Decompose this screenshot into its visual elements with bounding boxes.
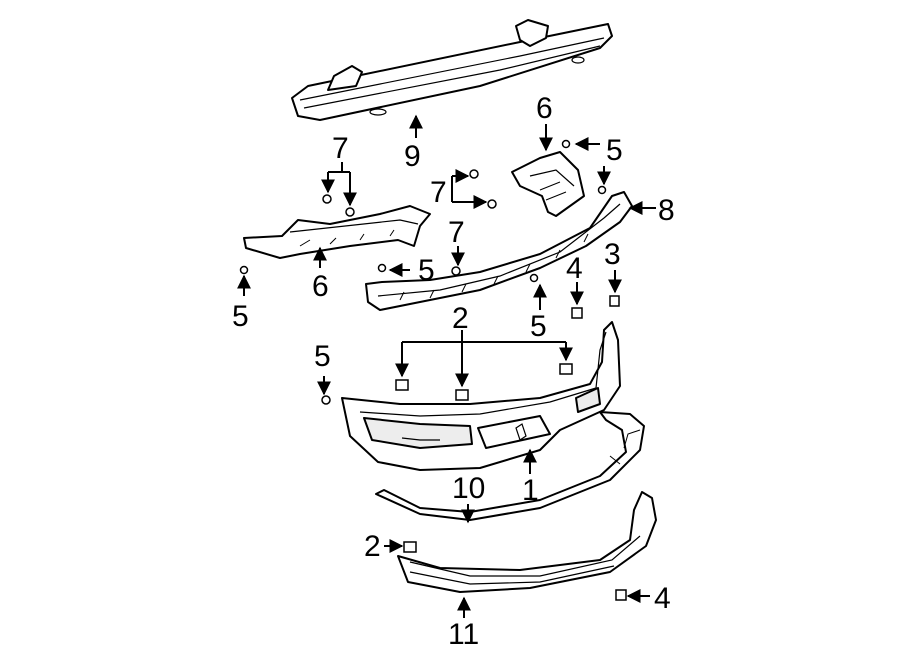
callout-5-far-left: 5 [232, 300, 249, 333]
part-11-valance [397, 491, 657, 593]
part-6-right-bracket [511, 151, 585, 217]
callout-7-lower: 7 [448, 216, 465, 249]
part-1-bumper-cover [341, 321, 621, 471]
callout-6-right: 6 [536, 92, 553, 125]
part-6-left-bracket [243, 205, 431, 259]
callout-3: 3 [604, 238, 621, 271]
callout-4-lower: 4 [654, 582, 671, 615]
callout-11: 11 [448, 618, 479, 651]
callout-10: 10 [452, 472, 485, 505]
callout-2-upper: 2 [452, 302, 469, 335]
callout-5-center: 5 [530, 310, 547, 343]
callout-8: 8 [658, 194, 675, 227]
callout-1: 1 [522, 474, 539, 507]
callout-5-middle: 5 [418, 254, 435, 287]
callout-7-left: 7 [332, 132, 349, 165]
callout-2-lower: 2 [364, 530, 381, 563]
leader-lines [237, 114, 656, 618]
callout-5-top-right: 5 [606, 134, 623, 167]
callout-6-left: 6 [312, 270, 329, 303]
callout-7-middle: 7 [430, 176, 447, 209]
callout-9: 9 [404, 140, 421, 173]
fastener-clips [239, 139, 627, 601]
part-9-impact-bar [291, 19, 613, 121]
callout-5-lower-left: 5 [314, 340, 331, 373]
callout-4-upper: 4 [566, 252, 583, 285]
callout-labels: 9 6 5 7 7 8 7 4 3 5 6 5 5 2 5 1 10 2 4 1… [232, 92, 675, 651]
